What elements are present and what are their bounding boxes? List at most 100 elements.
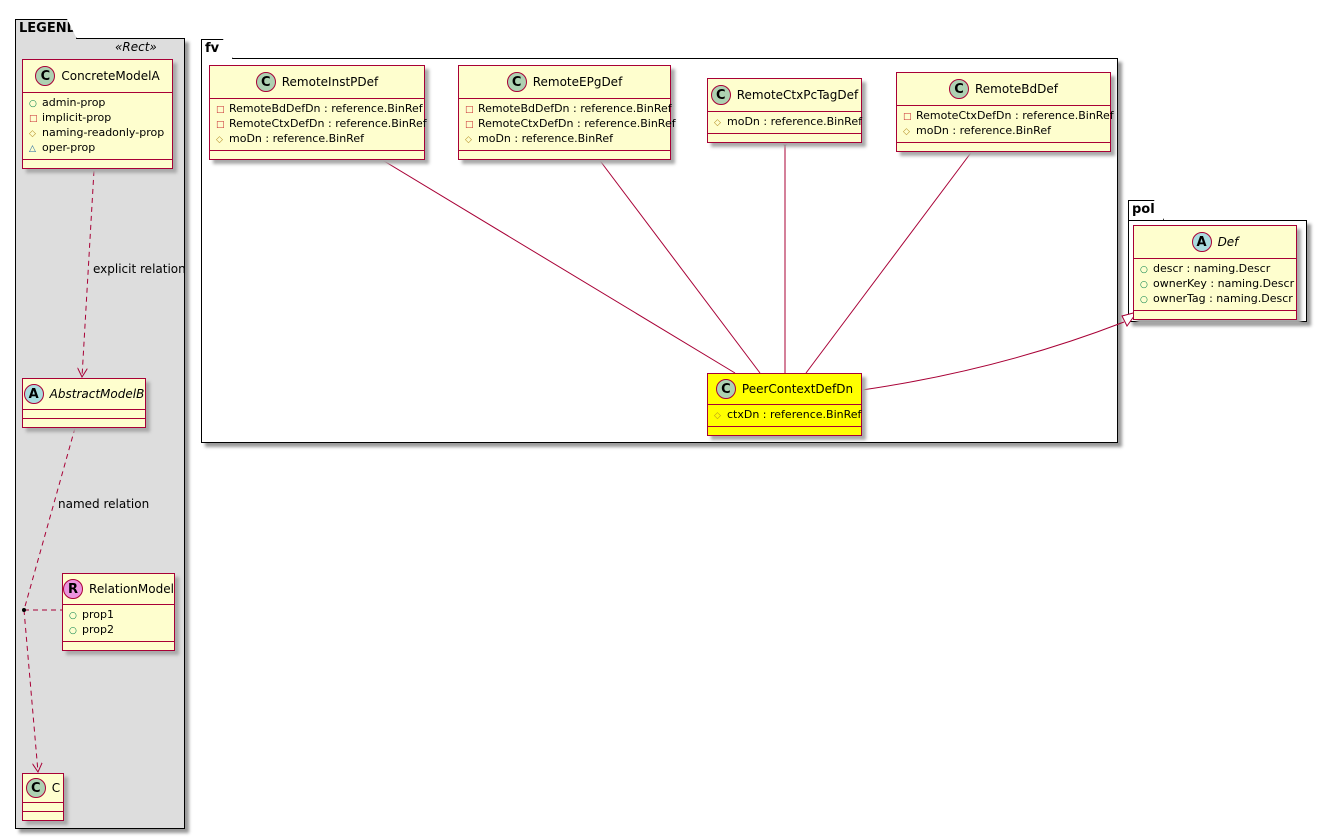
legend-stereotype: «Rect» bbox=[115, 40, 157, 54]
class-operations bbox=[23, 812, 63, 820]
attribute-row: □ RemoteCtxDefDn : reference.BinRef bbox=[903, 109, 1114, 124]
attribute-text: implicit-prop bbox=[42, 111, 112, 124]
attribute-text: naming-readonly-prop bbox=[42, 126, 165, 139]
class-name: RemoteCtxPcTagDef bbox=[736, 88, 859, 102]
composition-remotebddef bbox=[805, 149, 974, 374]
attribute-text: RemoteCtxDefDn : reference.BinRef bbox=[229, 117, 427, 130]
class-attributes bbox=[23, 410, 145, 419]
visibility-icon: ○ bbox=[69, 611, 77, 621]
visibility-icon: □ bbox=[903, 112, 912, 122]
visibility-icon: ○ bbox=[1140, 280, 1148, 290]
fv-package-tab: fv bbox=[201, 39, 233, 59]
attribute-row: □RemoteCtxDefDn : reference.BinRef bbox=[465, 117, 676, 132]
attribute-row: ○ownerKey : naming.Descr bbox=[1140, 277, 1294, 292]
attribute-text: moDn : reference.BinRef bbox=[478, 132, 613, 145]
attribute-text: RemoteBdDefDn : reference.BinRef bbox=[229, 102, 423, 115]
visibility-icon: □ bbox=[216, 120, 225, 130]
attribute-text: ownerTag : naming.Descr bbox=[1153, 292, 1293, 305]
attribute-text: descr : naming.Descr bbox=[1153, 262, 1271, 275]
class-operations bbox=[23, 160, 172, 168]
class-attributes bbox=[23, 803, 63, 812]
attribute-text: RemoteCtxDefDn : reference.BinRef bbox=[478, 117, 676, 130]
pol-package-tab: pol bbox=[1128, 200, 1164, 220]
class-attributes: ◇ctxDn : reference.BinRef bbox=[708, 405, 861, 427]
class-icon: C bbox=[35, 66, 56, 86]
attribute-text: RemoteBdDefDn : reference.BinRef bbox=[478, 102, 672, 115]
visibility-icon: □ bbox=[216, 105, 225, 115]
legend-package-tab: LEGEND bbox=[15, 19, 77, 39]
attribute-row: ◇moDn : reference.BinRef bbox=[216, 132, 418, 147]
class-operations bbox=[63, 642, 174, 650]
class-remoteepgdef[interactable]: C RemoteEPgDef □RemoteBdDefDn : reference.… bbox=[458, 65, 676, 160]
class-operations bbox=[459, 151, 670, 159]
association-dot bbox=[22, 608, 26, 612]
attribute-row: ◇moDn : reference.BinRef bbox=[714, 115, 862, 130]
class-operations bbox=[897, 143, 1110, 151]
class-name: RemoteBdDef bbox=[975, 82, 1058, 96]
class-name: C bbox=[51, 781, 61, 795]
class-operations bbox=[708, 134, 861, 142]
legend-package bbox=[15, 38, 185, 829]
attribute-row: ◇ moDn : reference.BinRef bbox=[903, 124, 1104, 139]
class-header: C RemoteEPgDef bbox=[459, 66, 670, 99]
composition-remoteepgdef bbox=[597, 157, 761, 374]
class-icon: C bbox=[715, 379, 736, 399]
attribute-text: moDn : reference.BinRef bbox=[916, 124, 1051, 137]
class-operations bbox=[708, 427, 861, 435]
class-attributes: □RemoteBdDefDn : reference.BinRef□Remote… bbox=[459, 99, 676, 151]
class-name: PeerContextDefDn bbox=[741, 382, 854, 396]
class-attributes: ○ prop1 ○ prop2 bbox=[63, 605, 174, 642]
class-concretemodela[interactable]: C ConcreteModelA ○ admin-prop □ implicit-prop… bbox=[22, 59, 173, 169]
visibility-icon: ○ bbox=[1140, 295, 1148, 305]
attribute-row: □ RemoteBdDefDn : reference.BinRef bbox=[216, 102, 423, 117]
attribute-row: □ RemoteCtxDefDn : reference.BinRef bbox=[216, 117, 427, 132]
visibility-icon: ○ bbox=[29, 99, 37, 109]
attribute-row: □RemoteBdDefDn : reference.BinRef bbox=[465, 102, 672, 117]
class-operations bbox=[1134, 311, 1296, 319]
visibility-icon: ◇ bbox=[29, 129, 36, 139]
visibility-icon: ○ bbox=[1140, 265, 1148, 275]
attribute-text: admin-prop bbox=[42, 96, 106, 109]
class-attributes: ○ descr : naming.Descr ○ownerKey : naming.… bbox=[1134, 259, 1296, 311]
visibility-icon: □ bbox=[29, 114, 38, 124]
visibility-icon: △ bbox=[29, 144, 36, 154]
class-name: RelationModel bbox=[89, 582, 174, 596]
attribute-row: ◇ctxDn : reference.BinRef bbox=[714, 408, 861, 423]
explicit-relation-label: explicit relation bbox=[93, 262, 186, 276]
attribute-row: ○ admin-prop bbox=[29, 96, 166, 111]
class-attributes: ○ admin-prop □ implicit-prop ◇ naming-readonl… bbox=[23, 93, 172, 160]
attribute-row: ◇ naming-readonly-prop bbox=[29, 126, 166, 141]
attribute-text: prop1 bbox=[82, 608, 114, 621]
class-name: RemoteEPgDef bbox=[532, 75, 623, 89]
named-relation-label: named relation bbox=[58, 497, 150, 511]
attribute-row: □ implicit-prop bbox=[29, 111, 166, 126]
class-icon: C bbox=[506, 72, 527, 92]
attribute-text: ctxDn : reference.BinRef bbox=[727, 408, 862, 421]
visibility-icon: ◇ bbox=[216, 135, 223, 145]
abstract-class-icon: A bbox=[23, 384, 44, 404]
class-name: ConcreteModelA bbox=[61, 69, 160, 83]
attribute-text: RemoteCtxDefDn : reference.BinRef bbox=[916, 109, 1114, 122]
attribute-text: prop2 bbox=[82, 623, 114, 636]
visibility-icon: ○ bbox=[69, 626, 77, 636]
class-peercontextdefdn[interactable]: C PeerContextDefDn ◇ctxDn : reference.BinR… bbox=[707, 373, 862, 436]
attribute-row: ◇ moDn : reference.BinRef bbox=[465, 132, 664, 147]
visibility-icon: ◇ bbox=[465, 135, 472, 145]
attribute-row: △oper-prop bbox=[29, 141, 166, 156]
visibility-icon: ◇ bbox=[903, 127, 910, 137]
attribute-row: ○ descr : naming.Descr bbox=[1140, 262, 1290, 277]
class-operations bbox=[210, 151, 424, 159]
